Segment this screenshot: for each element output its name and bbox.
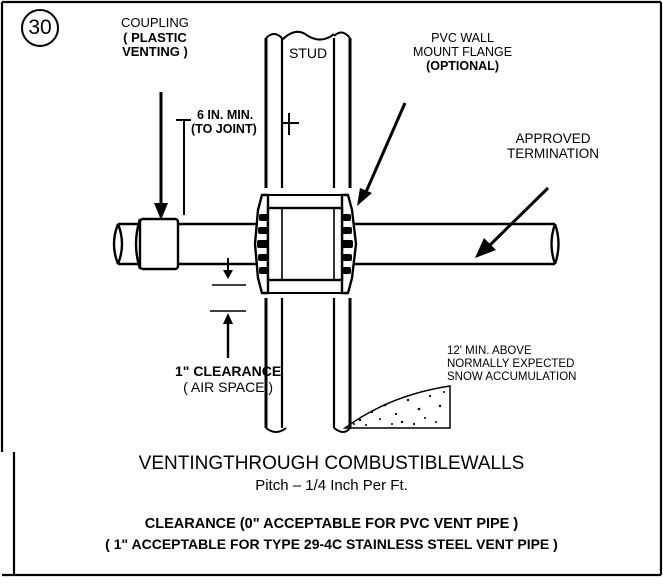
vent-pipe-right (352, 222, 560, 266)
coupling-label-line1: COUPLING (121, 15, 189, 30)
snow-label: 12' MIN. ABOVE NORMALLY EXPECTED SNOW AC… (447, 345, 577, 384)
flange-leader-arrow (357, 102, 407, 206)
figure-number: 30 (28, 16, 52, 39)
termination-label-line1: APPROVED (515, 131, 591, 146)
snow-label-line1: 12' MIN. ABOVE (447, 345, 532, 357)
termination-label-line2: TERMINATION (507, 146, 599, 162)
flange-label-line2: MOUNT FLANGE (413, 45, 513, 59)
six-inch-label-line1: 6 IN. MIN. (197, 108, 254, 122)
clearance-label: 1" CLEARANCE ( AIR SPACE ) (175, 363, 282, 395)
clearance-label-line1: 1" CLEARANCE (175, 363, 282, 379)
coupling-label: COUPLING ( PLASTIC VENTING ) (121, 15, 189, 60)
plastic-coupling (134, 217, 180, 271)
flange-label: PVC WALL MOUNT FLANGE (OPTIONAL) (413, 31, 512, 73)
stud-label: STUD (289, 45, 328, 61)
diagram-subtitle: Pitch – 1/4 Inch Per Ft. (255, 477, 408, 494)
clearance-dimension (210, 258, 246, 358)
coupling-leader-arrow (154, 92, 168, 220)
six-inch-label: 6 IN. MIN. (TO JOINT) (191, 108, 257, 136)
clearance-label-line2: ( AIR SPACE ) (183, 378, 274, 395)
diagram-title: VENTINGTHROUGH COMBUSTIBLEWALLS (138, 453, 525, 474)
snow-label-line2: NORMALLY EXPECTED (447, 357, 575, 370)
clearance-note-line2: ( 1" ACCEPTABLE FOR TYPE 29-4C STAINLESS… (105, 536, 558, 552)
snow-label-line3: SNOW ACCUMULATION (447, 370, 577, 383)
termination-label: APPROVED TERMINATION (507, 131, 599, 161)
flange-label-line3: (OPTIONAL) (426, 59, 499, 73)
wall-mount-flange (253, 193, 358, 295)
coupling-label-line2: ( PLASTIC (123, 29, 187, 45)
flange-vent-slots (257, 214, 353, 274)
flange-label-line1: PVC WALL (431, 31, 494, 45)
clearance-note-line1: CLEARANCE (0" ACCEPTABLE FOR PVC VENT PI… (144, 516, 519, 532)
snow-mound (342, 385, 451, 429)
termination-leader-arrow (475, 186, 550, 258)
figure-number-circle (21, 9, 59, 47)
six-inch-dimension (176, 113, 299, 215)
coupling-label-line3: VENTING ) (122, 44, 188, 60)
six-inch-label-line2: (TO JOINT) (191, 122, 257, 136)
